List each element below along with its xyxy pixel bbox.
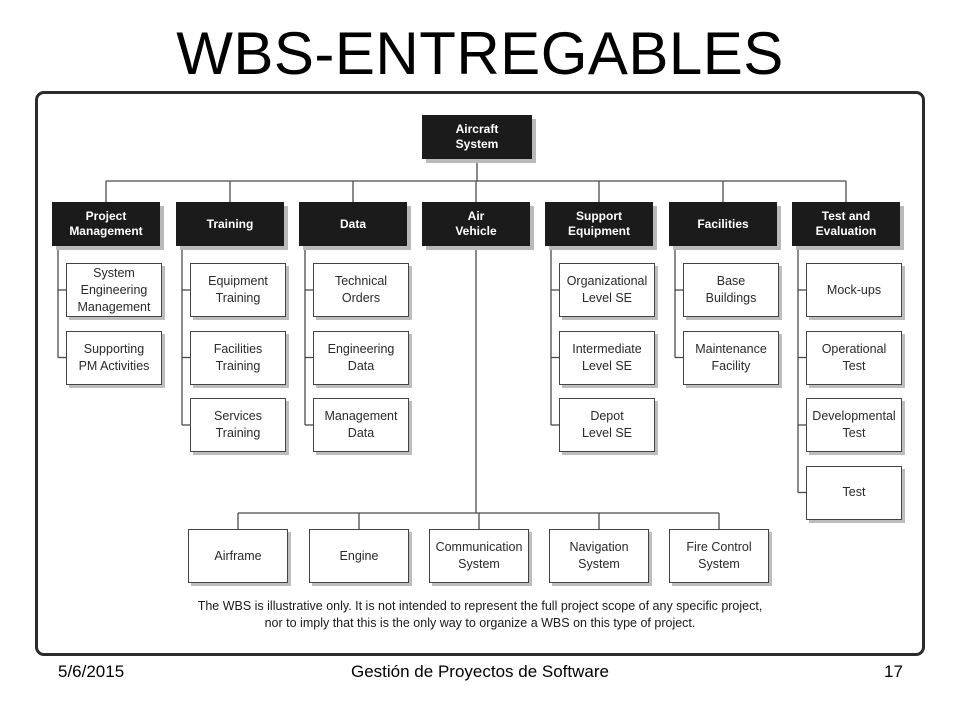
wbs-branch-air-vehicle: Air Vehicle (422, 202, 530, 246)
wbs-item-operational-test: Operational Test (806, 330, 902, 385)
wbs-item-fire-control-system: Fire Control System (669, 529, 769, 583)
wbs-item-developmental-test: Developmental Test (806, 398, 902, 452)
wbs-root-node: Aircraft System (422, 115, 532, 159)
wbs-branch-training: Training (176, 202, 284, 246)
wbs-item-engineering-data: Engineering Data (313, 330, 409, 385)
wbs-item-mock-ups: Mock-ups (806, 263, 902, 317)
wbs-item-airframe: Airframe (188, 529, 288, 583)
wbs-branch-facilities: Facilities (669, 202, 777, 246)
wbs-branch-test-and-evaluation: Test and Evaluation (792, 202, 900, 246)
note-line-1: The WBS is illustrative only. It is not … (197, 599, 763, 613)
footer-page-number: 17 (884, 662, 903, 681)
wbs-branch-support-equipment: Support Equipment (545, 202, 653, 246)
slide-title: WBS-ENTREGABLES (176, 20, 784, 87)
wbs-item-services-training: Services Training (190, 398, 286, 452)
wbs-item-base-buildings: Base Buildings (683, 263, 779, 317)
footer-course: Gestión de Proyectos de Software (351, 662, 609, 681)
wbs-branch-data: Data (299, 202, 407, 246)
wbs-item-intermediate-level-se: Intermediate Level SE (559, 330, 655, 385)
note-line-2: nor to imply that this is the only way t… (264, 616, 696, 630)
wbs-item-engine: Engine (309, 529, 409, 583)
wbs-item-organizational-level-se: Organizational Level SE (559, 263, 655, 317)
wbs-item-management-data: Management Data (313, 398, 409, 452)
wbs-branch-project-management: Project Management (52, 202, 160, 246)
wbs-item-system-engineering-management: System Engineering Management (66, 263, 162, 317)
wbs-item-technical-orders: Technical Orders (313, 263, 409, 317)
wbs-item-test: Test (806, 465, 902, 520)
footer-date: 5/6/2015 (58, 662, 125, 681)
wbs-item-supporting-pm-activities: Supporting PM Activities (66, 330, 162, 385)
wbs-item-equipment-training: Equipment Training (190, 263, 286, 317)
diagram-note: The WBS is illustrative only. It is not … (40, 598, 920, 632)
wbs-item-navigation-system: Navigation System (549, 529, 649, 583)
wbs-item-maintenance-facility: Maintenance Facility (683, 330, 779, 385)
wbs-item-communication-system: Communication System (429, 529, 529, 583)
wbs-item-depot-level-se: Depot Level SE (559, 398, 655, 452)
wbs-item-facilities-training: Facilities Training (190, 330, 286, 385)
